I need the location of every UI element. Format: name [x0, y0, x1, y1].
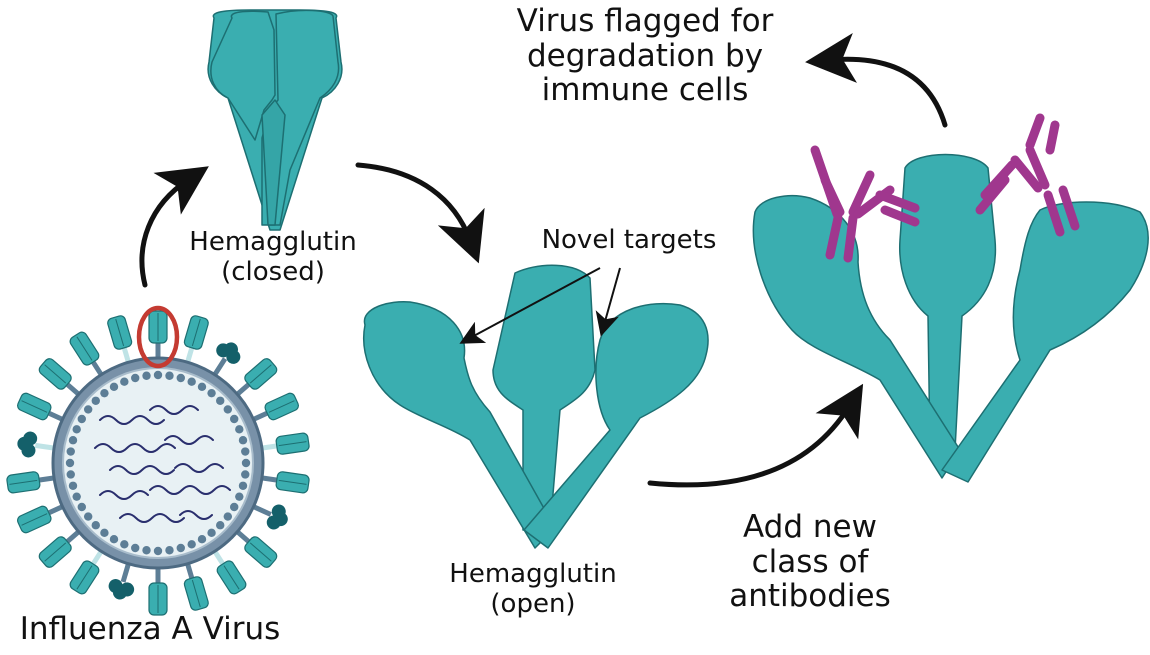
membrane-dot	[165, 371, 174, 380]
membrane-dot	[176, 543, 185, 553]
virus-spike	[249, 503, 288, 530]
membrane-dot	[241, 447, 250, 456]
membrane-dot	[241, 458, 251, 468]
pointer-center-target	[595, 267, 621, 337]
membrane-dot	[83, 512, 93, 521]
virus-spike	[249, 392, 299, 423]
antibodies-line-3: antibodies	[729, 578, 891, 615]
antibodies-line-2: class of	[751, 543, 869, 580]
membrane-dot	[216, 396, 225, 405]
membrane-dot	[238, 481, 248, 490]
hemagglutin-closed-label: Hemagglutin (closed)	[158, 227, 388, 288]
membrane-dot	[197, 535, 207, 544]
virus-spike	[258, 471, 310, 494]
add-antibodies-label: Add new class of antibodies	[700, 510, 920, 614]
membrane-dot	[223, 512, 233, 521]
virus-flagged-label: Virus flagged for degradation by immune …	[470, 4, 820, 108]
virus-label: Influenza A Virus	[19, 611, 281, 647]
antibodies-line-1: Add new	[743, 509, 877, 545]
arrow-closed-to-open	[355, 162, 485, 264]
virus-spike	[108, 560, 135, 600]
membrane-dot	[241, 470, 250, 479]
virus-membrane-dots	[65, 370, 251, 556]
membrane-dot	[142, 546, 151, 555]
membrane-dot	[66, 447, 75, 456]
membrane-dot	[207, 528, 216, 538]
membrane-dot	[120, 377, 129, 386]
virus-spike	[183, 560, 209, 611]
membrane-dot	[187, 540, 196, 549]
virus-spike	[107, 315, 133, 366]
viral-rna-strands	[94, 405, 231, 523]
membrane-dot	[77, 414, 86, 424]
membrane-dot	[230, 414, 239, 424]
arrow-bound-to-flagged	[805, 33, 948, 128]
membrane-dot	[131, 543, 140, 553]
process-arrows	[139, 33, 948, 488]
membrane-dot	[109, 535, 119, 544]
membrane-dot	[238, 436, 248, 445]
hemagglutin-open-protein	[363, 264, 709, 549]
membrane-dot	[223, 405, 233, 414]
arrow-virus-to-closed	[139, 166, 209, 288]
hemagglutin-antibody-bound	[752, 153, 1149, 483]
membrane-dot	[68, 436, 78, 445]
flagged-line-3: immune cells	[541, 72, 749, 109]
open-title: Hemagglutin	[449, 559, 617, 589]
membrane-dot	[176, 373, 185, 383]
membrane-dot	[72, 425, 81, 434]
membrane-dot	[72, 492, 81, 501]
virus-spike	[148, 565, 168, 616]
membrane-dot	[235, 425, 244, 434]
membrane-dot	[91, 396, 100, 405]
membrane-dot	[153, 546, 163, 556]
membrane-dot	[216, 521, 225, 530]
virus-spike	[17, 392, 67, 423]
virus-spike	[17, 431, 58, 458]
membrane-dot	[65, 458, 75, 468]
virus-surface-spikes	[6, 310, 310, 616]
membrane-dot	[142, 371, 151, 380]
novel-targets-label: Novel targets	[541, 225, 717, 255]
membrane-dot	[165, 546, 174, 555]
membrane-dot	[66, 470, 75, 479]
bound-antibodies	[810, 113, 1080, 263]
membrane-dot	[83, 405, 93, 414]
membrane-dot	[153, 370, 163, 380]
antibody-left	[810, 145, 920, 263]
antibody-right	[975, 113, 1080, 237]
membrane-dot	[187, 377, 196, 386]
membrane-dot	[77, 502, 86, 512]
hemagglutin-closed-protein	[207, 9, 343, 231]
membrane-dot	[120, 540, 129, 549]
influenza-virus-particle	[6, 305, 310, 616]
highlight-ring	[136, 305, 180, 369]
virus-spike	[17, 503, 67, 534]
virus-inner-membrane	[62, 367, 254, 559]
virus-spike	[183, 315, 209, 366]
hemagglutin-open-label: Hemagglutin (open)	[418, 559, 648, 620]
closed-state: (closed)	[221, 256, 325, 287]
novel-target-pointers	[459, 267, 621, 344]
virus-spike	[6, 471, 58, 494]
membrane-dot	[91, 521, 100, 530]
membrane-dot	[131, 373, 140, 383]
membrane-dot	[100, 388, 109, 398]
flagged-line-2: degradation by	[526, 37, 764, 74]
membrane-dot	[235, 492, 244, 501]
membrane-dot	[109, 382, 119, 391]
virus-spike	[258, 432, 310, 455]
pointer-left-target	[459, 267, 601, 344]
arrow-open-to-bound	[647, 383, 864, 488]
virus-spike	[148, 310, 168, 361]
closed-title: Hemagglutin	[189, 227, 357, 257]
membrane-dot	[100, 528, 109, 538]
membrane-dot	[68, 481, 78, 490]
membrane-dot	[197, 382, 207, 391]
flagged-line-1: Virus flagged for	[516, 3, 774, 39]
membrane-dot	[230, 502, 239, 512]
membrane-dot	[207, 388, 216, 398]
open-state: (open)	[490, 588, 576, 619]
